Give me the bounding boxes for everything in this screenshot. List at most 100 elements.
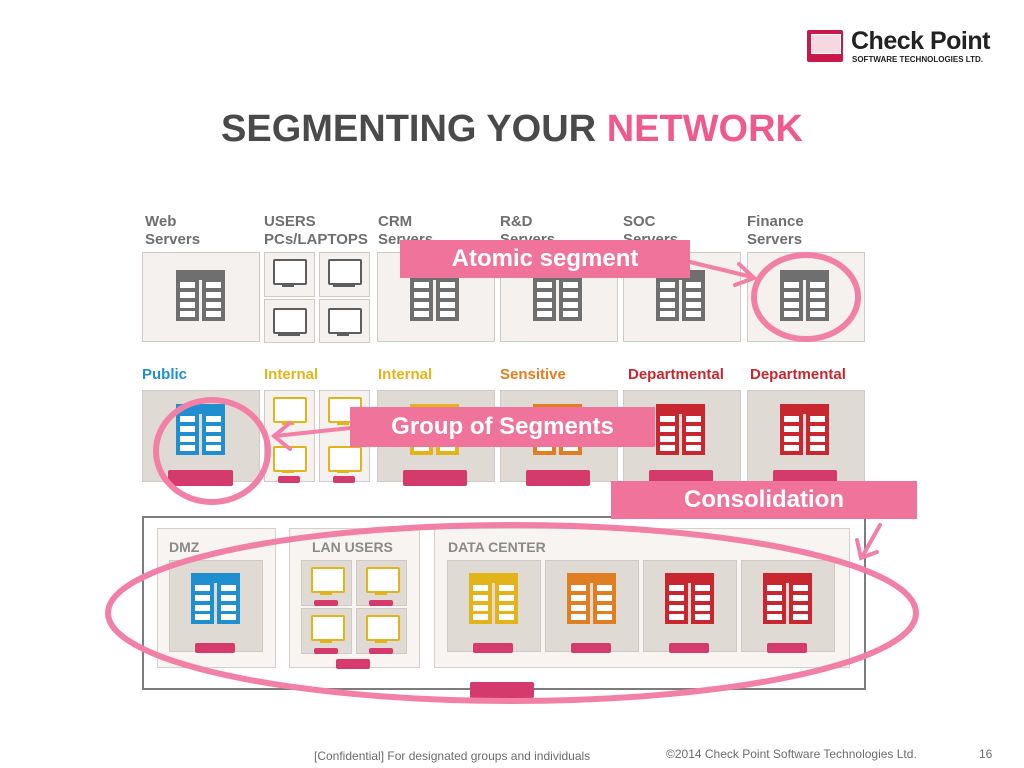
server-slot: [660, 292, 675, 298]
server-unit: [469, 580, 492, 624]
server-slot: [784, 311, 799, 317]
server-unit: [682, 411, 705, 455]
server-top: [780, 404, 829, 414]
server-slot: [784, 292, 799, 298]
server-slot: [767, 585, 782, 591]
server-slot: [669, 614, 684, 620]
server-slot: [440, 282, 455, 288]
server-slot: [221, 605, 236, 611]
server-top: [763, 573, 812, 583]
consolidation-ring: [105, 522, 919, 704]
server-slot: [440, 445, 455, 451]
server-slot: [810, 416, 825, 422]
server-top: [665, 573, 714, 583]
server-unit: [780, 411, 803, 455]
server-slot: [810, 302, 825, 308]
server-slot: [695, 585, 710, 591]
zone-label-dmz: DMZ: [169, 539, 200, 555]
laptop-base: [278, 333, 300, 336]
server-slot: [537, 445, 552, 451]
server-slot: [597, 605, 612, 611]
server-slot: [767, 595, 782, 601]
server-slot: [414, 282, 429, 288]
server-slot: [660, 282, 675, 288]
server-unit: [567, 580, 590, 624]
group-ring: [153, 397, 271, 505]
server-slot: [660, 436, 675, 442]
server-slot: [810, 436, 825, 442]
server-slot: [414, 311, 429, 317]
server-top: [780, 270, 829, 280]
server-slot: [537, 302, 552, 308]
server-slot: [793, 595, 808, 601]
server-top: [176, 404, 225, 414]
server-unit: [656, 411, 679, 455]
server-slot: [793, 585, 808, 591]
arrow-consolidation: [855, 523, 882, 561]
server-slot: [537, 311, 552, 317]
server-rack-icon: [410, 270, 459, 322]
server-slot: [180, 436, 195, 442]
server-slot: [686, 436, 701, 442]
slide-title: SEGMENTING YOUR NETWORK: [0, 108, 1024, 151]
server-slot: [810, 445, 825, 451]
server-slot: [563, 311, 578, 317]
label-internal: Internal: [264, 366, 319, 383]
server-slot: [571, 614, 586, 620]
server-slot: [473, 605, 488, 611]
label-public: Public: [142, 366, 188, 383]
monitor-stand: [320, 592, 332, 595]
server-slot: [695, 614, 710, 620]
server-slot: [686, 302, 701, 308]
arrow-group: [270, 421, 352, 451]
server-rack-icon: [665, 573, 714, 625]
label-departmental: Departmental: [750, 366, 846, 383]
server-slot: [414, 302, 429, 308]
server-slot: [695, 605, 710, 611]
label-line: R&D: [500, 213, 533, 230]
server-slot: [206, 292, 221, 298]
label-sensitive: Sensitive: [500, 366, 566, 383]
footer-copyright: ©2014 Check Point Software Technologies …: [666, 747, 917, 761]
label-line: Finance: [747, 213, 804, 230]
label-line: CRM: [378, 213, 413, 230]
server-slot: [563, 302, 578, 308]
server-slot: [660, 311, 675, 317]
server-slot: [686, 416, 701, 422]
gateway-icon: [168, 470, 233, 486]
monitor-stand: [337, 470, 349, 473]
callout-group-of-segments: Group of Segments: [350, 407, 655, 447]
server-slot: [499, 614, 514, 620]
label-line: USERS: [264, 213, 316, 230]
server-slot: [793, 605, 808, 611]
monitor-stand: [375, 640, 387, 643]
server-slot: [206, 311, 221, 317]
server-rack-icon: [656, 404, 705, 456]
zone-label-dc: DATA CENTER: [448, 539, 546, 555]
server-slot: [660, 445, 675, 451]
tile-web-servers: [142, 252, 260, 342]
server-slot: [195, 605, 210, 611]
server-slot: [660, 302, 675, 308]
label-users: USERS PCs/LAPTOPS: [264, 213, 368, 249]
server-slot: [180, 416, 195, 422]
server-unit: [780, 277, 803, 321]
server-unit: [202, 411, 225, 455]
server-slot: [473, 595, 488, 601]
server-slot: [784, 445, 799, 451]
callout-consolidation: Consolidation: [611, 481, 917, 519]
server-slot: [563, 445, 578, 451]
gateway-icon: [369, 600, 393, 606]
monitor-stand: [282, 284, 294, 287]
server-slot: [784, 426, 799, 432]
server-unit: [691, 580, 714, 624]
callout-atomic-segment: Atomic segment: [400, 240, 690, 278]
server-unit: [806, 277, 829, 321]
server-slot: [695, 595, 710, 601]
server-slot: [180, 445, 195, 451]
gateway-icon: [333, 476, 355, 483]
server-unit: [495, 580, 518, 624]
zone-label-lan: LAN USERS: [312, 539, 393, 555]
label-line: Web: [145, 213, 177, 230]
server-slot: [784, 282, 799, 288]
